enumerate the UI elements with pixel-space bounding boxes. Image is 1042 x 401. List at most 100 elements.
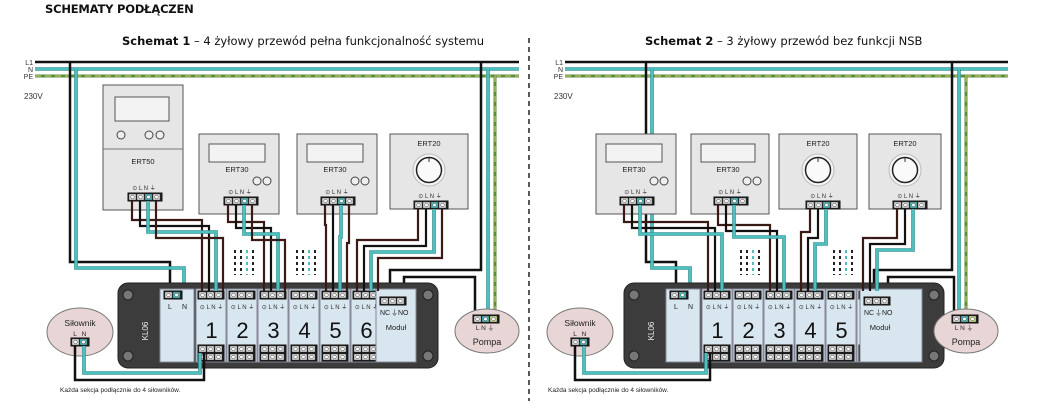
zone-number-5: 5: [835, 318, 847, 343]
thermostat-zone-wire: [630, 205, 717, 291]
feed-N: [74, 69, 186, 295]
zone-5-actuator-terminal-screw: [830, 346, 835, 352]
actuator-note: Każda sekcja podłącznie do 4 siłowników.: [548, 387, 669, 394]
thermostat-terminal-screw: [832, 202, 837, 208]
thermostat-terminal-screw: [154, 194, 159, 200]
zone-3-actuator-terminal-screw: [278, 346, 283, 352]
zone-3-actuator-terminal-2-screw: [768, 354, 773, 360]
zone-number-3: 3: [267, 318, 279, 343]
pump-terminal-screw: [954, 316, 959, 322]
pump: [454, 308, 520, 354]
module-terminal-screw: [390, 298, 395, 304]
zone-number-1: 1: [711, 318, 723, 343]
page-title: SCHEMATY PODŁĄCZEN: [45, 2, 194, 16]
thermostat-button: [360, 176, 370, 186]
zone-number-1: 1: [205, 318, 217, 343]
thermostat-terminal-screw: [919, 202, 924, 208]
schema-1-title: Schemat 1 – 4 żyłowy przewód pełna funkc…: [122, 34, 484, 48]
zone-2-actuator-terminal-2-screw: [247, 354, 252, 360]
zone-5-actuator-terminal-2-screw: [838, 354, 843, 360]
zone-1-top-terminal-screw: [706, 292, 711, 298]
bus-label-N: N: [28, 67, 33, 74]
thermostat-button: [262, 176, 272, 186]
pump: [933, 308, 999, 354]
zone-4-actuator-terminal-screw: [309, 346, 314, 352]
zone-1-actuator-terminal-screw: [216, 346, 221, 352]
zone-2-top-terminal-screw: [247, 292, 252, 298]
zone-3-top-terminal-screw: [270, 292, 275, 298]
zone-4-top-terminal-screw: [293, 292, 298, 298]
thermostat-terminal-screw: [732, 198, 737, 204]
zone-2-actuator-terminal-2-screw: [745, 354, 750, 360]
mount-hole: [928, 289, 940, 301]
thermostat-button: [752, 176, 762, 186]
thermostat-zone-wire-outline: [813, 209, 828, 291]
zone-5-actuator-terminal-2-screw: [324, 354, 329, 360]
thermostat-zone-wire: [154, 201, 225, 291]
thermostat-model: ERT20: [417, 139, 440, 148]
module-section: [859, 288, 923, 363]
module-label: Moduł: [386, 323, 407, 332]
zone-2-top-terminal-screw: [753, 292, 758, 298]
zone-3-top-terminal-screw: [262, 292, 267, 298]
thermostat-dial: [891, 156, 919, 184]
zone-5-top-terminal-screw: [324, 292, 329, 298]
zone-4-actuator-terminal-screw: [815, 346, 820, 352]
zone-2-terminal-label: ⊙ L N ⏚: [737, 304, 760, 311]
actuator-label: Siłownik: [64, 318, 96, 328]
thermostat-model: ERT30: [622, 165, 645, 174]
zone-2-actuator-terminal-2-screw: [239, 354, 244, 360]
zone-4-actuator-terminal-2-screw: [807, 354, 812, 360]
actuator-terminal-screw: [573, 339, 578, 345]
actuator-terminal-N: N: [82, 331, 87, 338]
zone-3-actuator-terminal-2-screw: [262, 354, 267, 360]
thermostat-button: [350, 176, 360, 186]
module-label: Moduł: [870, 323, 891, 332]
zone-3-top-terminal-screw: [278, 292, 283, 298]
feed-L: [68, 62, 172, 295]
zone-4-actuator-terminal-2-screw: [815, 354, 820, 360]
zone-1-actuator-terminal-screw: [714, 346, 719, 352]
zone-number-4: 4: [298, 318, 310, 343]
thermostat-terminal-screw: [895, 202, 900, 208]
actuator-note: Każda sekcja podłącznie do 4 siłowników.: [60, 387, 181, 394]
zone-number-2: 2: [742, 318, 754, 343]
thermostat-terminal-screw: [250, 198, 255, 204]
zone-3-actuator-terminal-screw: [776, 346, 781, 352]
thermostat-zone-wire: [362, 209, 428, 291]
zone-2-actuator-terminal-screw: [745, 346, 750, 352]
thermostat-terminal-label: ⊙ L N ⏚: [228, 189, 251, 196]
zone-number-5: 5: [329, 318, 341, 343]
zone-5-top-terminal-screw: [846, 292, 851, 298]
thermostat-terminal-label: ⊙ L N ⏚: [718, 189, 741, 196]
thermostat-model: ERT30: [716, 165, 739, 174]
mount-hole: [122, 289, 134, 301]
zone-number-2: 2: [236, 318, 248, 343]
zone-3-actuator-terminal-screw: [784, 346, 789, 352]
thermostat-terminal-screw: [339, 198, 344, 204]
thermostat-terminal-screw: [824, 202, 829, 208]
power-section: [665, 288, 701, 363]
zone-3-top-terminal-screw: [784, 292, 789, 298]
zone-3-actuator-terminal-2-screw: [784, 354, 789, 360]
thermostat-terminal-label: ⊙ L N ⏚: [897, 193, 920, 200]
actuator-L-wire: [73, 346, 206, 382]
zone-4-actuator-terminal-screw: [293, 346, 298, 352]
voltage-label: 230V: [24, 92, 43, 101]
thermostat-zone-wire: [250, 205, 287, 291]
module-terminal-NC: NC: [864, 310, 874, 317]
zone-5-top-terminal-screw: [340, 292, 345, 298]
module-terminal-screw: [866, 298, 871, 304]
thermostat-terminal-screw: [424, 202, 429, 208]
power-terminal-screw: [174, 292, 179, 298]
zone-3-top-terminal-screw: [776, 292, 781, 298]
zone-number-3: 3: [773, 318, 785, 343]
thermostat-terminal-screw: [724, 198, 729, 204]
thermostat-zone-wire: [146, 201, 218, 291]
thermostat-terminal-screw: [638, 198, 643, 204]
pump-terminal-screw: [970, 316, 975, 322]
thermostat-button: [659, 176, 669, 186]
zone-5-actuator-terminal-2-screw: [340, 354, 345, 360]
